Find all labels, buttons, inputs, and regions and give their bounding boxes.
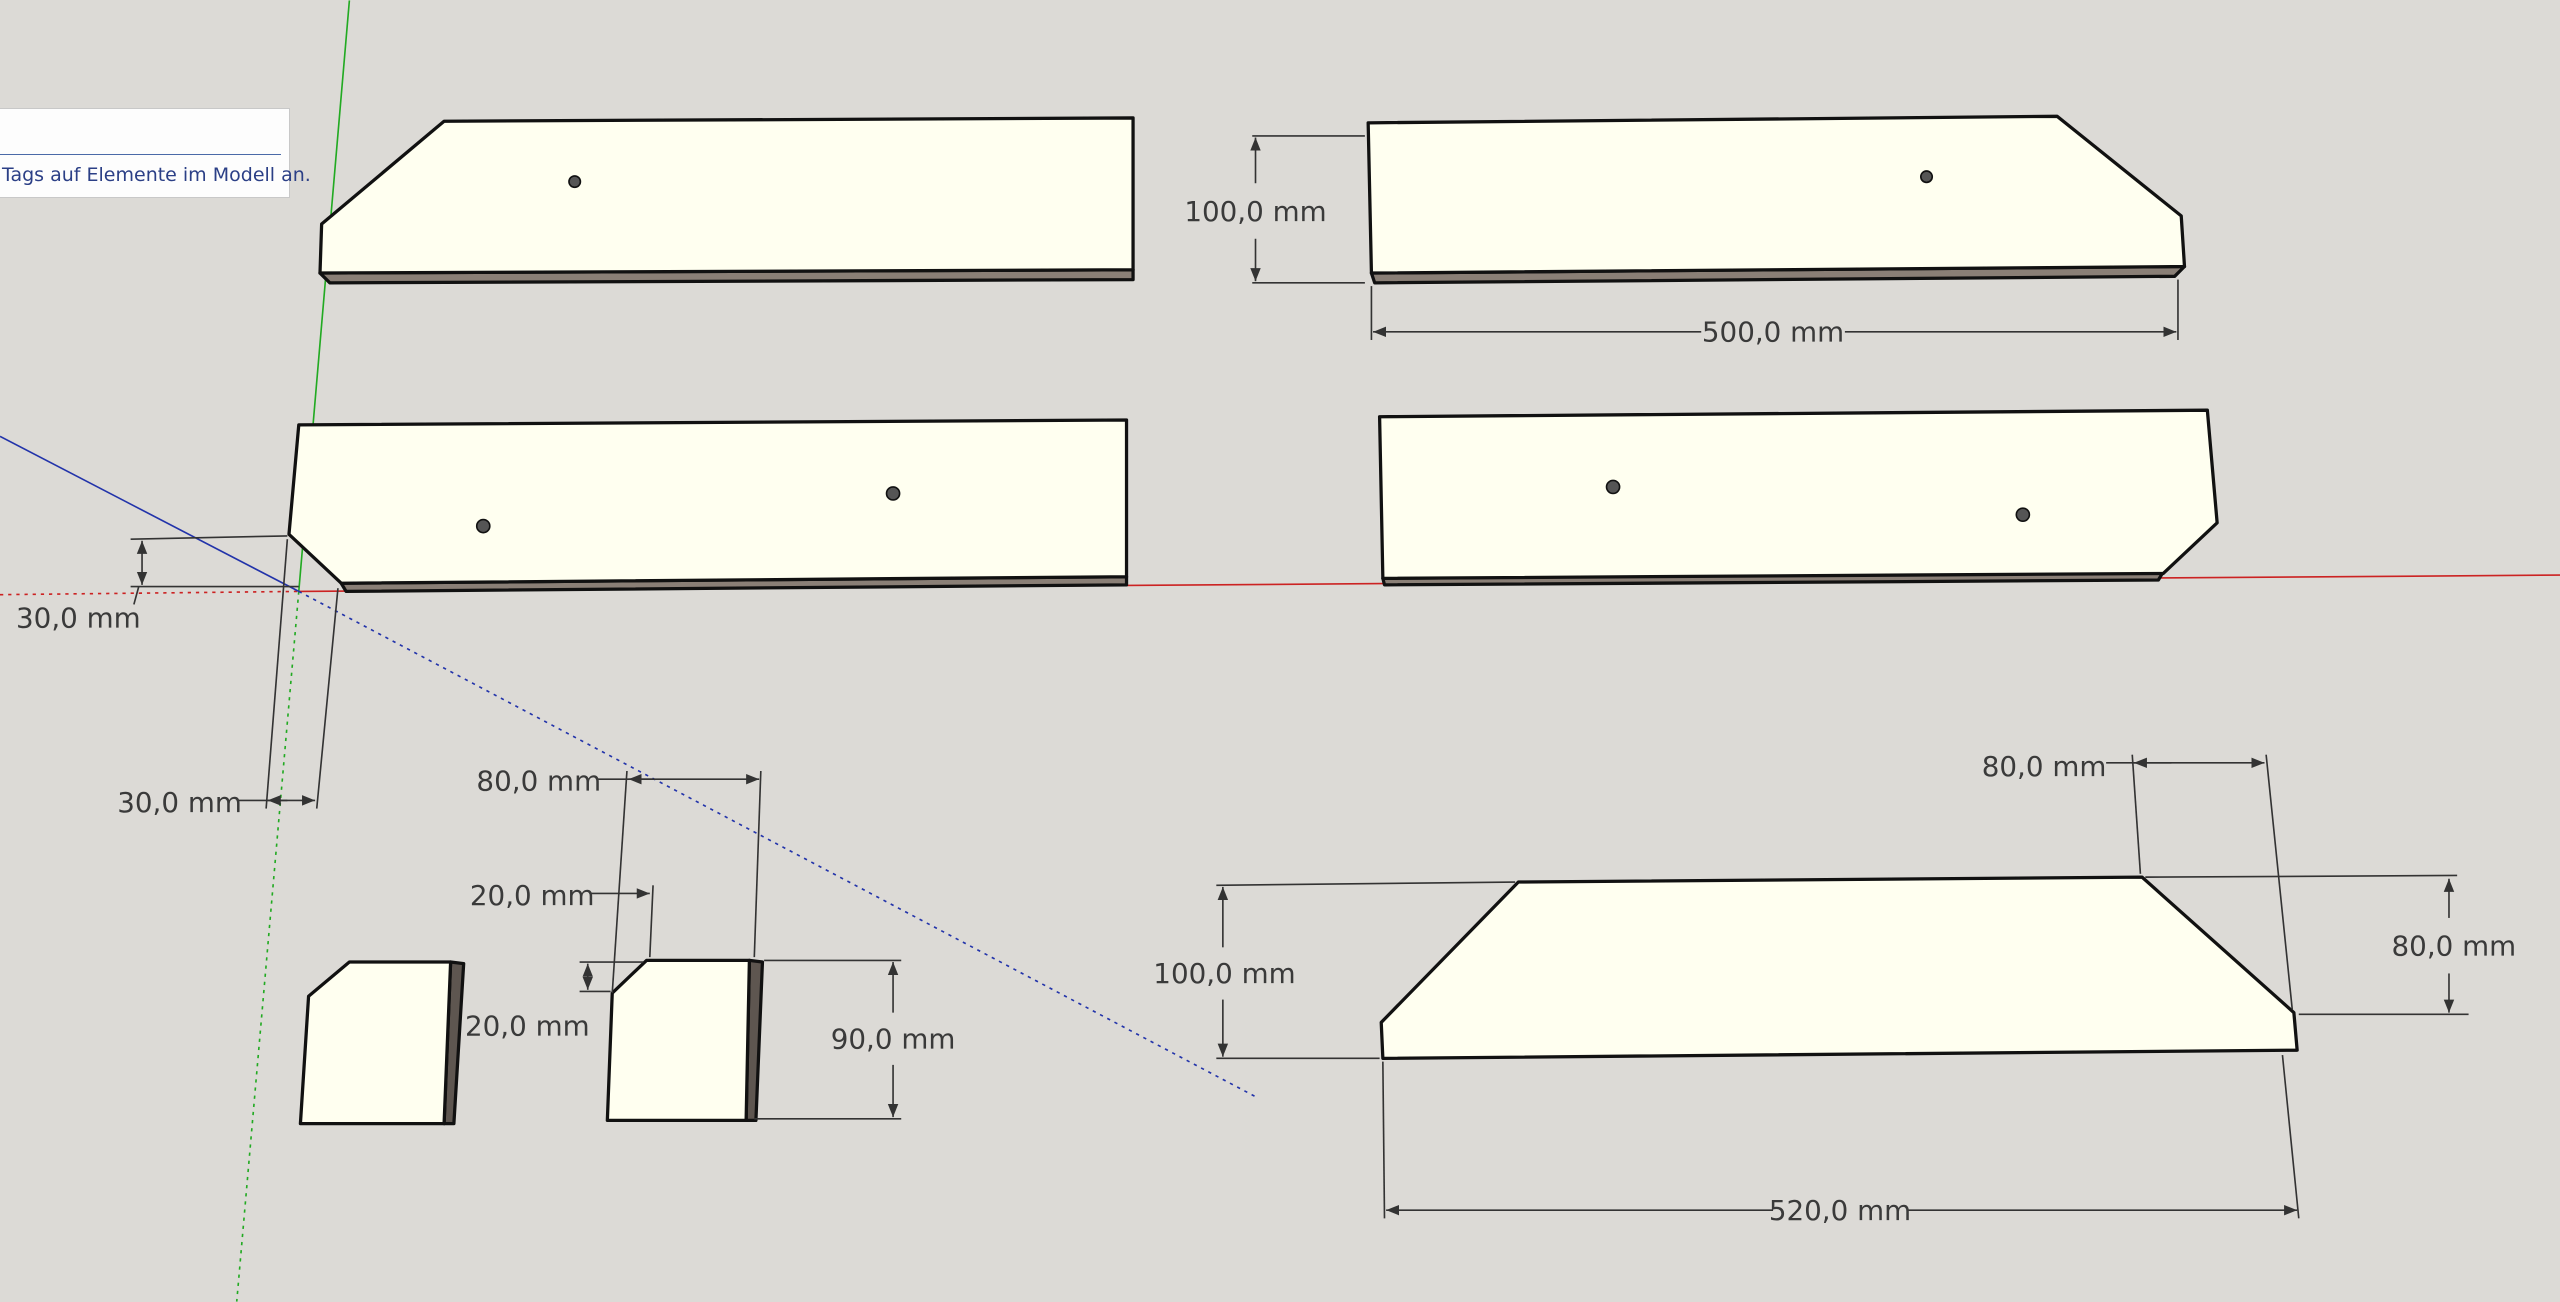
dim-label: 30,0 mm bbox=[117, 786, 242, 819]
dim-label: 80,0 mm bbox=[476, 765, 601, 798]
hole bbox=[885, 486, 901, 501]
dim-label: 20,0 mm bbox=[465, 1009, 590, 1042]
dim-label: 500,0 mm bbox=[1702, 316, 1844, 349]
blue-axis-dotted bbox=[298, 590, 1258, 1099]
panel-small-left[interactable] bbox=[298, 960, 466, 1126]
hole bbox=[568, 175, 582, 189]
panel-mid-right[interactable] bbox=[1377, 408, 2219, 587]
dim-label: 80,0 mm bbox=[1982, 750, 2107, 783]
panel-top-left[interactable] bbox=[318, 116, 1135, 285]
red-axis-dotted bbox=[0, 590, 299, 596]
dim-label: 520,0 mm bbox=[1769, 1194, 1911, 1227]
tooltip-text: Tags auf Elemente im Modell an. bbox=[2, 164, 311, 186]
hole bbox=[1605, 479, 1621, 495]
dim-label: 90,0 mm bbox=[831, 1023, 956, 1056]
panel-bottom-trapezoid[interactable] bbox=[1379, 875, 2299, 1060]
dim-label: 80,0 mm bbox=[2392, 929, 2517, 962]
dim-label: 100,0 mm bbox=[1184, 195, 1326, 228]
divider bbox=[0, 154, 281, 155]
hole bbox=[475, 518, 491, 534]
panel-mid-left[interactable] bbox=[287, 418, 1129, 594]
panel-small-right[interactable] bbox=[605, 958, 765, 1123]
dimensions bbox=[130, 135, 2469, 1219]
dim-label: 30,0 mm bbox=[16, 601, 141, 634]
green-axis-dotted bbox=[235, 591, 300, 1302]
dim-label: 100,0 mm bbox=[1153, 957, 1295, 990]
hole bbox=[2015, 507, 2031, 523]
panel-top-right[interactable] bbox=[1366, 114, 2187, 285]
dim-label: 20,0 mm bbox=[470, 879, 595, 912]
hole bbox=[1920, 170, 1934, 184]
blue-axis bbox=[0, 435, 300, 593]
instructor-tooltip: Tags auf Elemente im Modell an. bbox=[0, 108, 311, 198]
